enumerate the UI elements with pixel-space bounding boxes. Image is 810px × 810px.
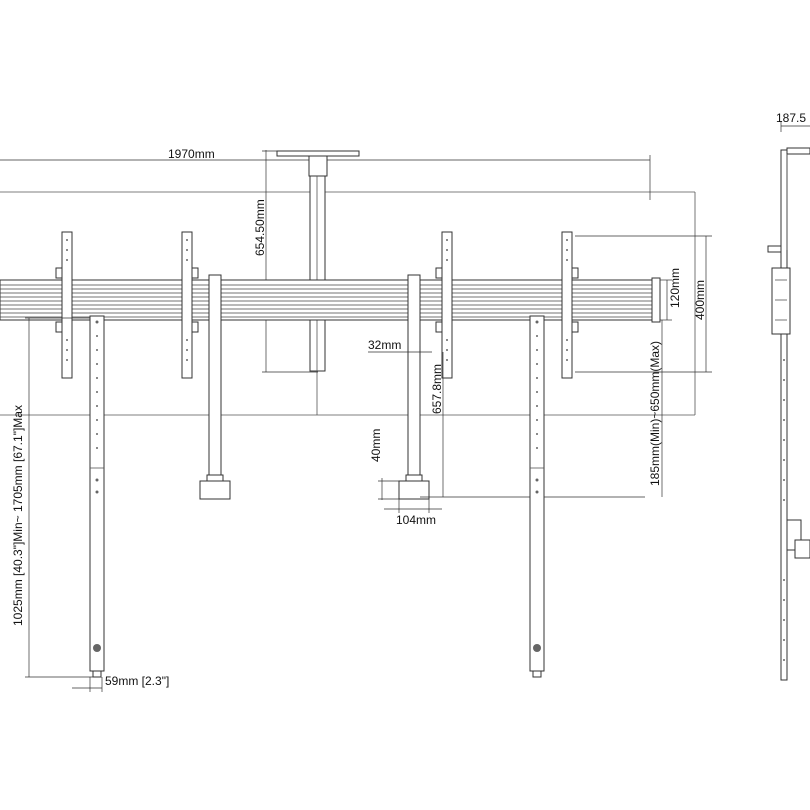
leg-width-label: 59mm [2.3"] bbox=[105, 674, 169, 688]
screen-bracket bbox=[561, 231, 579, 379]
leg-height-label: 1025mm [40.3"]Min~ 1705mm [67.1"]Max bbox=[11, 405, 25, 626]
header-height-label: 654.50mm bbox=[253, 199, 267, 256]
stem-length-label: 657.8mm bbox=[430, 364, 444, 414]
adjust-range-dimension: 185mm(Min)~650mm(Max) bbox=[648, 320, 663, 497]
floor-leg bbox=[89, 315, 105, 678]
screen-bracket bbox=[435, 231, 453, 379]
stem-offset-label: 32mm bbox=[368, 338, 401, 352]
foot-width-dimension: 104mm bbox=[384, 499, 442, 527]
header-height-dimension: 654.50mm bbox=[253, 150, 318, 373]
hanging-stem bbox=[398, 274, 430, 500]
rail-height-dimension: 400mm bbox=[575, 235, 712, 373]
ceiling-bracket bbox=[276, 150, 360, 415]
side-depth-label: 187.5 bbox=[776, 111, 806, 125]
leg-height-dimension: 1025mm [40.3"]Min~ 1705mm [67.1"]Max bbox=[11, 317, 93, 678]
screen-bracket bbox=[55, 231, 73, 379]
side-profile bbox=[767, 147, 810, 681]
width-dimension-label: 1970mm bbox=[168, 147, 215, 161]
stem-offset-dimension: 32mm bbox=[368, 338, 432, 358]
rail-height-label: 400mm bbox=[693, 280, 707, 320]
leg-width-dimension: 59mm [2.3"] bbox=[72, 674, 169, 692]
screen-outline bbox=[0, 191, 696, 416]
adjust-range-label: 185mm(Min)~650mm(Max) bbox=[648, 341, 662, 486]
floor-leg bbox=[529, 315, 545, 678]
foot-height-dimension: 40mm bbox=[369, 429, 400, 500]
rail-gap-label: 120mm bbox=[668, 268, 682, 308]
rail-gap-dimension: 120mm bbox=[660, 268, 682, 321]
side-view: 187.5 bbox=[767, 111, 810, 681]
foot-height-label: 40mm bbox=[369, 429, 383, 462]
horizontal-rails bbox=[0, 277, 661, 323]
screen-bracket bbox=[181, 231, 199, 379]
screen-brackets bbox=[55, 231, 579, 379]
foot-width-label: 104mm bbox=[396, 513, 436, 527]
front-view: 1970mm 654.50mm bbox=[0, 147, 712, 692]
hanging-stem bbox=[199, 274, 231, 500]
side-depth-dimension: 187.5 bbox=[776, 111, 810, 132]
